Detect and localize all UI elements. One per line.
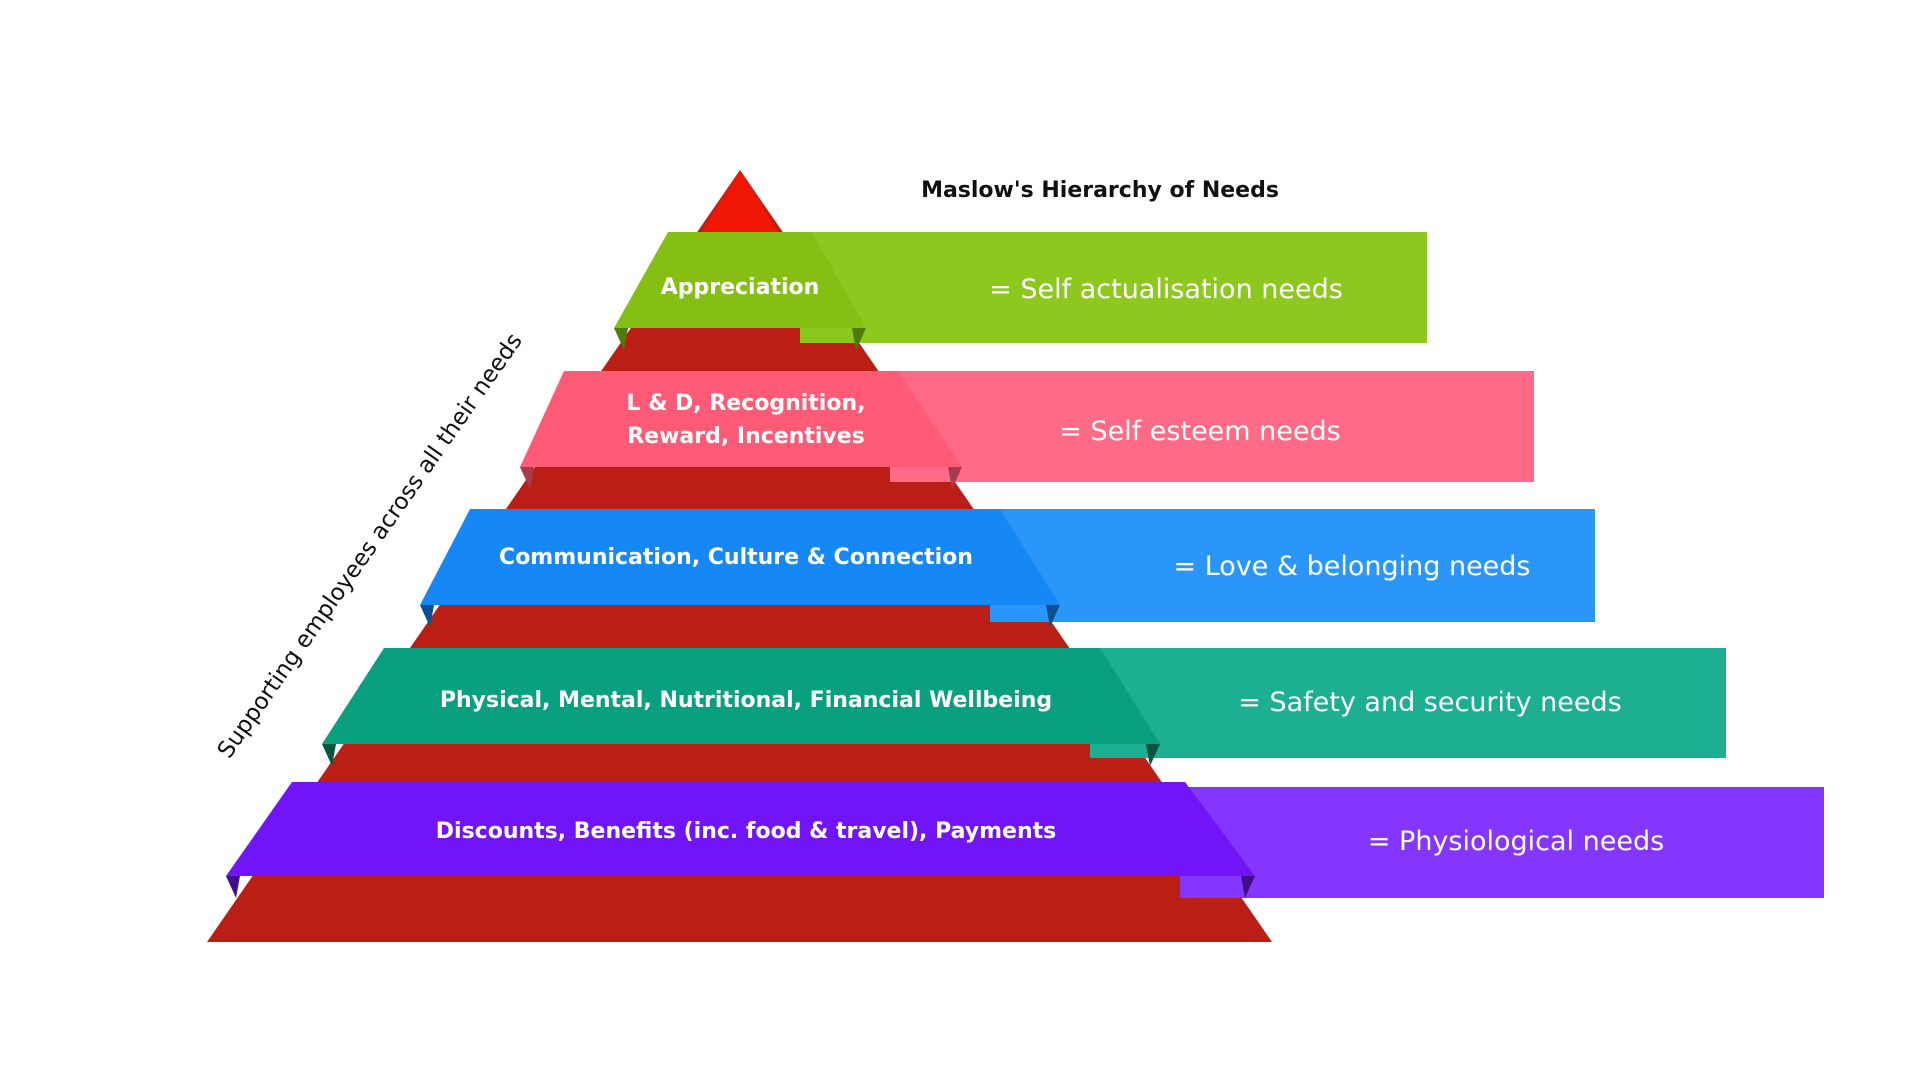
band-shadows	[226, 328, 1255, 898]
band-label-appreciation: Appreciation	[661, 275, 820, 300]
pyramid-apex	[700, 170, 780, 234]
need-bar-physiological	[1180, 787, 1824, 898]
band-label-wellbeing: Physical, Mental, Nutritional, Financial…	[440, 688, 1052, 713]
band-recognition-reward	[520, 371, 962, 467]
band-shadow-left	[226, 876, 240, 898]
band-shadow-right	[948, 467, 962, 489]
band-wellbeing	[322, 648, 1160, 744]
need-label-self-actualisation: = Self actualisation needs	[989, 274, 1343, 305]
band-shadow-left	[614, 328, 628, 350]
band-label-recognition-line-2: Reward, Incentives	[627, 424, 865, 449]
band-label-recognition-line-1: L & D, Recognition,	[627, 391, 866, 416]
band-labels: Appreciation L & D, Recognition, Reward,…	[436, 275, 1056, 844]
need-bar-safety-security	[1090, 648, 1726, 758]
need-bars	[800, 232, 1824, 898]
band-label-discounts: Discounts, Benefits (inc. food & travel)…	[436, 819, 1056, 844]
need-label-love-belonging: = Love & belonging needs	[1174, 551, 1531, 582]
need-bar-self-esteem	[890, 371, 1534, 482]
need-label-physiological: = Physiological needs	[1368, 826, 1664, 857]
band-communication-culture	[420, 509, 1060, 605]
diagram-title: Maslow's Hierarchy of Needs	[921, 178, 1279, 203]
need-bar-love-belonging	[990, 509, 1595, 622]
band-shadow-left	[322, 744, 336, 766]
band-shadow-right	[1241, 876, 1255, 898]
band-shadow-right	[1046, 605, 1060, 627]
band-shadow-right	[852, 328, 866, 350]
band-label-communication: Communication, Culture & Connection	[499, 545, 973, 570]
band-discounts-benefits	[226, 782, 1255, 876]
need-bar-self-actualisation	[800, 232, 1427, 343]
need-label-safety-security: = Safety and security needs	[1238, 687, 1621, 718]
band-shadow-left	[420, 605, 434, 627]
need-labels: = Self actualisation needs = Self esteem…	[989, 274, 1664, 857]
band-shadow-left	[520, 467, 534, 489]
need-label-self-esteem: = Self esteem needs	[1059, 416, 1340, 447]
band-shadow-right	[1146, 744, 1160, 766]
band-appreciation	[614, 232, 866, 328]
pyramid-bands	[226, 232, 1255, 876]
